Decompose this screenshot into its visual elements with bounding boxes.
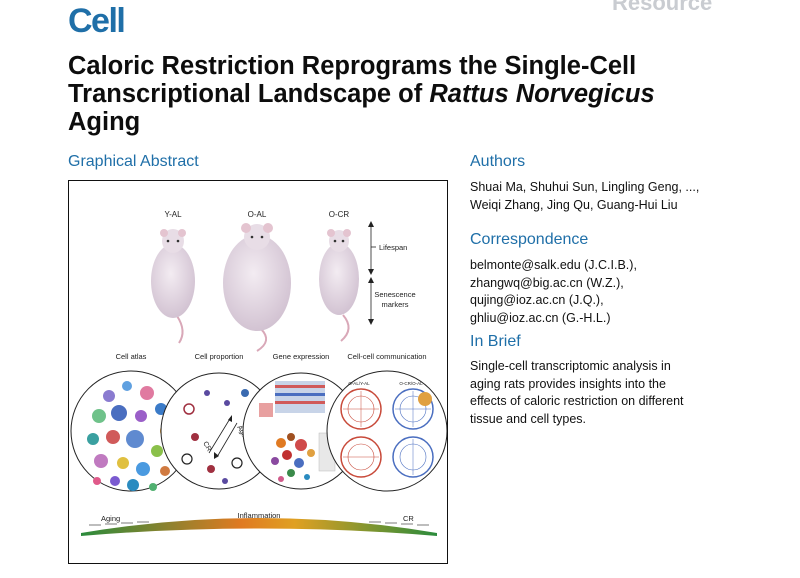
- in-brief-line: Single-cell transcriptomic analysis in: [470, 359, 671, 373]
- inflammation-label: Inflammation: [238, 511, 281, 520]
- cell-atlas-circle: [70, 370, 192, 492]
- aging-label-band: Aging: [101, 514, 120, 523]
- cr-label-small: CR: [201, 441, 212, 453]
- authors-line: Weiqi Zhang, Jing Qu, Guang-Hui Liu: [470, 197, 678, 212]
- correspondence-email[interactable]: qujing@ioz.ac.cn (J.Q.),: [470, 293, 604, 307]
- title-part-2: Aging: [68, 108, 141, 136]
- authors-heading: Authors: [470, 153, 526, 170]
- group-label-o-al: O-AL: [248, 210, 267, 219]
- comm-label-o-cr-o-al: O-CR/O-AL: [399, 381, 423, 386]
- correspondence-email[interactable]: belmonte@salk.edu (J.C.I.B.),: [470, 258, 637, 272]
- in-brief-line: effects of caloric restriction on differ…: [470, 394, 684, 408]
- comm-label-o-al-y-al: O-AL/Y-AL: [348, 381, 370, 386]
- correspondence-list: belmonte@salk.edu (J.C.I.B.), zhangwq@bi…: [470, 257, 770, 327]
- group-label-o-cr: O-CR: [329, 210, 350, 219]
- rat-o-cr-illustration: [319, 229, 359, 342]
- panel-label-gene-expression: Gene expression: [273, 352, 330, 361]
- rat-o-al-illustration: [223, 223, 291, 352]
- in-brief-summary: Single-cell transcriptomic analysis in a…: [470, 358, 770, 428]
- article-title: Caloric Restriction Reprograms the Singl…: [68, 52, 708, 136]
- cell-cell-communication-circle: O-AL/Y-AL O-CR/O-AL: [326, 370, 447, 492]
- title-part-1: Caloric Restriction Reprograms the Singl…: [68, 52, 637, 108]
- panel-label-cell-cell-communication: Cell-cell communication: [347, 352, 426, 361]
- graphical-abstract-svg: Y-AL O-AL O-CR: [70, 210, 447, 536]
- correspondence-email[interactable]: ghliu@ioz.ac.cn (G.-H.L.): [470, 310, 611, 325]
- article-type-label: Resource: [612, 0, 713, 15]
- rat-y-al-illustration: [151, 229, 195, 344]
- in-brief-line: aging rats provides insights into the: [470, 376, 666, 391]
- group-label-y-al: Y-AL: [164, 210, 182, 219]
- cr-label-band: CR: [403, 514, 414, 523]
- inflammation-gradient-band: [81, 518, 437, 536]
- lifespan-label: Lifespan: [379, 243, 407, 252]
- aging-arrows: [89, 521, 149, 526]
- in-brief-heading: In Brief: [470, 333, 521, 350]
- lifespan-indicator: [368, 221, 376, 275]
- graphical-abstract-figure: Y-AL O-AL O-CR: [68, 180, 448, 564]
- in-brief-line: tissue and cell types.: [470, 411, 587, 426]
- authors-list: Shuai Ma, Shuhui Sun, Lingling Geng, ...…: [470, 179, 770, 214]
- graphical-abstract-heading: Graphical Abstract: [68, 153, 199, 170]
- senescence-indicator: [368, 277, 374, 325]
- title-species: Rattus Norvegicus: [429, 80, 655, 108]
- correspondence-heading: Correspondence: [470, 231, 589, 248]
- journal-logo: Cell: [68, 2, 126, 40]
- senescence-label-line1: Senescence: [374, 290, 415, 299]
- correspondence-email[interactable]: zhangwq@big.ac.cn (W.Z.),: [470, 275, 624, 290]
- panel-label-cell-atlas: Cell atlas: [116, 352, 147, 361]
- gene-expression-circle: [242, 372, 360, 490]
- panel-label-cell-proportion: Cell proportion: [195, 352, 244, 361]
- senescence-label-line2: markers: [381, 300, 408, 309]
- authors-line: Shuai Ma, Shuhui Sun, Lingling Geng, ...…: [470, 180, 700, 194]
- cr-arrows: [369, 521, 429, 526]
